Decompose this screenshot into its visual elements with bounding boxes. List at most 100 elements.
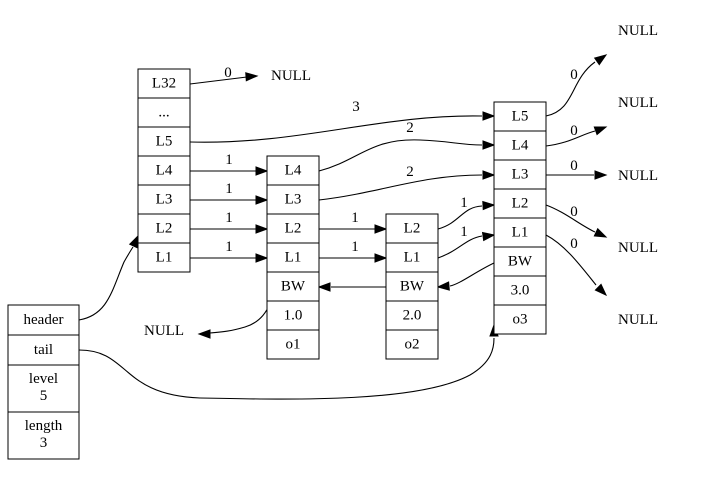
skiplist-node-o2-cell: L2	[385, 213, 439, 244]
skiplist-node-o3-cell-label: L1	[512, 225, 529, 241]
o3-l3-to-null: 0	[546, 158, 608, 180]
skiplist-node-o1-cell-label: o1	[286, 337, 301, 353]
o2-l1-to-o3-l1: 1	[437, 224, 496, 259]
skiplist-node-o3-cell: L2	[493, 188, 547, 219]
header-l2-to-o1-l2-span-label: 1	[225, 210, 233, 226]
null-label: NULL	[618, 168, 658, 184]
skiplist-node-o2-cell: L1	[385, 242, 439, 273]
o1-l1-to-o2-l1: 1	[319, 239, 388, 263]
skiplist-node-o1-cell-label: L3	[285, 192, 302, 208]
o3-l2-to-null-span-label: 0	[570, 204, 578, 220]
header-l3-to-o1-l3: 1	[190, 181, 269, 205]
skiplist-node-o1-cell-label: L4	[285, 163, 302, 179]
skiplist-node-o3-cell-label: o3	[513, 312, 528, 328]
header-l2-to-o1-l2: 1	[190, 210, 269, 234]
skiplist-node-o1-cell: o1	[266, 329, 320, 360]
skiplist-node-o1-cell: BW	[266, 271, 320, 302]
header-l32-to-null: 0	[189, 65, 259, 85]
skiplist-node-o1-cell: L3	[266, 184, 320, 215]
o3-l4-to-null: 0	[545, 123, 608, 147]
skiplist-node-o1-cell: L1	[266, 242, 320, 273]
skiplist-node-o1-cell-label: L1	[285, 250, 302, 266]
o1-l4-to-o3-l4-span-label: 2	[406, 120, 414, 136]
level-field-value: 5	[40, 388, 48, 404]
skiplist-node-o3-cell: L3	[493, 159, 547, 190]
skiplist-header-node-cell-label: L5	[156, 134, 173, 150]
tail-field: tail	[7, 334, 80, 366]
o2-l2-to-o3-l2-span-label: 1	[460, 195, 468, 211]
o3-l5-to-null: 0	[545, 54, 608, 117]
o1-l4-to-o3-l4: 2	[318, 120, 496, 172]
null-label: NULL	[271, 68, 311, 84]
o3-l5-to-null-span-label: 0	[570, 67, 578, 83]
o3-l4-to-null-span-label: 0	[570, 123, 578, 139]
o2-l2-to-o3-l2: 1	[437, 195, 496, 230]
skiplist-node-o2-cell-label: BW	[400, 279, 425, 295]
o3-l3-to-null-span-label: 0	[570, 158, 578, 174]
skiplist-header-node-cell: L3	[137, 184, 191, 215]
tail-field-label: tail	[34, 342, 53, 358]
header-l5-to-o3-l5-span-label: 3	[352, 99, 360, 115]
skiplist-header-node-cell-label: ...	[158, 105, 169, 121]
skiplist-node-o3-cell-label: L2	[512, 196, 529, 212]
length-field-value: 3	[40, 435, 48, 451]
header-field-label: header	[24, 312, 64, 328]
header-l1-to-o1-l1: 1	[190, 239, 269, 263]
null-label: NULL	[618, 95, 658, 111]
skiplist-node-o2-cell: BW	[385, 271, 439, 302]
header-l5-to-o3-l5: 3	[189, 99, 496, 143]
o1-l2-to-o2-l2-span-label: 1	[351, 210, 359, 226]
skiplist-node-o3-cell: L5	[493, 101, 547, 132]
skiplist-node-o1-cell-label: L2	[285, 221, 302, 237]
o1-l2-to-o2-l2: 1	[319, 210, 388, 234]
skiplist-header-node-cell-label: L3	[156, 192, 173, 208]
o1-l1-to-o2-l1-span-label: 1	[351, 239, 359, 255]
skiplist-header-node-cell-label: L2	[156, 221, 173, 237]
skiplist-node-o3-cell: L1	[493, 217, 547, 248]
skiplist-header-node-cell-label: L1	[156, 250, 173, 266]
skiplist-node-o1-cell: L2	[266, 213, 320, 244]
o3-l1-to-null-span-label: 0	[570, 236, 578, 252]
level-field-label: level	[29, 371, 58, 387]
header-field: header	[7, 304, 80, 336]
skiplist-node-o3-cell: L4	[493, 130, 547, 161]
skiplist-node-o3-cell-label: 3.0	[511, 283, 530, 299]
skiplist-node-o3-cell: o3	[493, 304, 547, 335]
skiplist-node-o2-cell: 2.0	[385, 300, 439, 331]
skiplist-node-o2-cell-label: L1	[404, 250, 421, 266]
header-l1-to-o1-l1-span-label: 1	[225, 239, 233, 255]
o2-backward-to-o1	[317, 282, 386, 292]
skiplist-header-node-cell: L5	[137, 126, 191, 157]
o3-l2-to-null: 0	[545, 204, 608, 238]
skiplist-header-node-cell: L32	[137, 68, 191, 99]
skiplist-node-o2-cell-label: 2.0	[403, 308, 422, 324]
skiplist-header-node-cell: L1	[137, 242, 191, 273]
skiplist-node-o1-cell-label: 1.0	[284, 308, 303, 324]
skiplist-header-node-cell: ...	[137, 97, 191, 128]
skiplist-header-node-cell-label: L32	[152, 76, 176, 92]
null-label: NULL	[618, 23, 658, 39]
skiplist-header-node-cell: L4	[137, 155, 191, 186]
skiplist-node-o2-cell-label: L2	[404, 221, 421, 237]
skiplist-header-node-cell-label: L4	[156, 163, 173, 179]
skiplist-node-o3-cell-label: L5	[512, 109, 529, 125]
null-label: NULL	[618, 240, 658, 256]
o1-l3-to-o3-l3-span-label: 2	[406, 164, 414, 180]
header-l32-to-null-span-label: 0	[224, 65, 232, 81]
o3-l1-to-null: 0	[545, 234, 608, 297]
o1-l3-to-o3-l3: 2	[318, 164, 496, 201]
o2-l1-to-o3-l1-span-label: 1	[460, 224, 468, 240]
skiplist-node-o1-cell-label: BW	[281, 279, 306, 295]
skiplist-node-o3-cell-label: BW	[508, 254, 533, 270]
skiplist-node-o3-cell-label: L4	[512, 138, 529, 154]
length-field-label: length	[25, 418, 63, 434]
skiplist-node-o3-cell: 3.0	[493, 275, 547, 306]
header-l3-to-o1-l3-span-label: 1	[225, 181, 233, 197]
skiplist-node-o2-cell-label: o2	[405, 337, 420, 353]
